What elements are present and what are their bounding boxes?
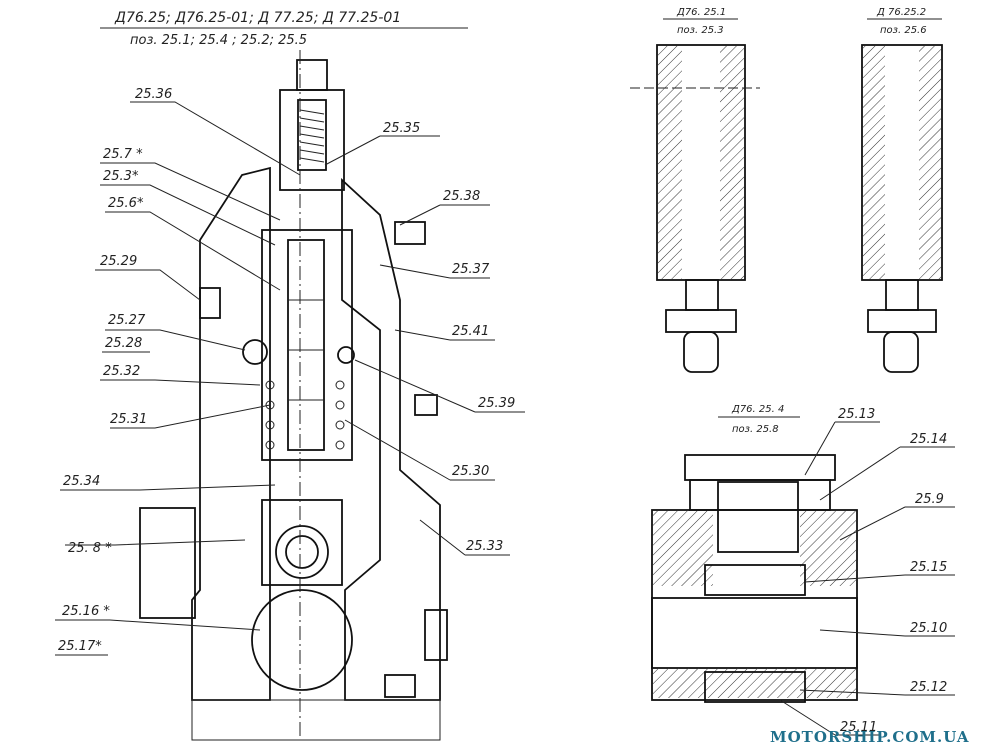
label-25-11: 25.11 [840, 720, 877, 735]
label-25-6: 25.6* [108, 196, 144, 211]
label-25-14: 25.14 [910, 432, 947, 447]
label-25-28: 25.28 [105, 336, 142, 351]
plunger-barrel [261, 229, 353, 461]
leader-lines-detail [779, 421, 955, 736]
main-pump-section [139, 50, 448, 741]
label-25-17: 25.17* [58, 639, 102, 654]
label-25-39: 25.39 [478, 396, 515, 411]
detail-25-1-tip [683, 331, 719, 373]
screw-25-27 [242, 339, 268, 365]
housing-base [191, 699, 441, 741]
valve-spring [299, 109, 325, 163]
plug-bottom [384, 674, 416, 698]
camshaft [251, 589, 353, 691]
label-25-16: 25.16 * [62, 604, 110, 619]
label-25-41: 25.41 [452, 324, 489, 339]
union-nut-top [296, 59, 328, 91]
detail-25-2-sub: поз. 25.6 [880, 25, 927, 36]
header-block: Д76.25; Д76.25-01; Д 77.25; Д 77.25-01 п… [100, 10, 468, 48]
housing-left-wall [191, 166, 271, 701]
detail-25-2-wall-left [863, 46, 885, 279]
tappet-hatch-bottom [653, 668, 856, 698]
plunger-spring [265, 380, 345, 450]
label-25-3: 25.3* [103, 169, 139, 184]
label-25-30: 25.30 [452, 464, 489, 479]
plug-right [424, 609, 448, 661]
detail-25-2-title: Д 76.25.2 [876, 7, 926, 18]
detail-25-2-wall-right [919, 46, 941, 279]
detail-25-4-sub: поз. 25.8 [732, 424, 779, 435]
valve-spring-cavity [297, 99, 327, 171]
detail-25-1-collar [665, 309, 737, 333]
detail-25-2-collar [867, 309, 937, 333]
label-25-7: 25.7 * [103, 147, 143, 162]
detail-25-1-shank [685, 279, 719, 311]
gear-hub [689, 479, 831, 511]
detail-25-1-title: Д76. 25.1 [676, 7, 726, 18]
fitting-25-29 [199, 287, 221, 319]
label-25-36: 25.36 [135, 87, 172, 102]
detail-25-1-wall-left [658, 46, 682, 279]
detail-25-1-sub: поз. 25.3 [677, 25, 724, 36]
header-line-1: Д76.25; Д76.25-01; Д 77.25; Д 77.25-01 [114, 10, 401, 26]
label-25-35: 25.35 [383, 121, 420, 136]
label-25-13: 25.13 [838, 407, 875, 422]
label-25-10: 25.10 [910, 621, 947, 636]
tappet-hatch-tr [800, 511, 856, 586]
detail-25-4-title: Д76. 25. 4 [731, 404, 784, 415]
detail-25-4-bolt [717, 481, 799, 553]
fitting-right [414, 394, 438, 416]
tappet-hatch-tl [653, 511, 713, 586]
detail-25-2: Д 76.25.2 поз. 25.6 [861, 7, 943, 373]
label-25-31: 25.31 [110, 412, 147, 427]
housing-flange-left [139, 507, 196, 619]
roller-pusher [261, 499, 343, 586]
label-25-12: 25.12 [910, 680, 947, 695]
screw-25-39 [337, 346, 355, 364]
header-line-2: поз. 25.1; 25.4 ; 25.2; 25.5 [130, 33, 307, 48]
detail-25-4: Д76. 25. 4 поз. 25.8 [651, 404, 858, 703]
plunger [287, 239, 325, 451]
detail-25-1-wall-right [720, 46, 744, 279]
roller-inner [285, 535, 319, 569]
detail-25-1: Д76. 25.1 поз. 25.3 [630, 7, 760, 373]
detail-25-4-bushing-bottom [704, 671, 806, 703]
detail-25-2-tip [883, 331, 919, 373]
label-25-32: 25.32 [103, 364, 140, 379]
detail-25-4-bushing-top [704, 564, 806, 596]
adjusting-gear [684, 454, 836, 481]
label-25-29: 25.29 [100, 254, 137, 269]
label-25-9: 25.9 [915, 492, 944, 507]
label-25-15: 25.15 [910, 560, 947, 575]
label-25-38: 25.38 [443, 189, 480, 204]
label-25-27: 25.27 [108, 313, 146, 328]
watermark: MOTORSHIP.COM.UA [770, 728, 970, 746]
label-25-37: 25.37 [452, 262, 490, 277]
labels-main: 25.36 25.35 25.7 * 25.3* 25.6* 25.38 25.… [55, 87, 515, 656]
fitting-25-38 [394, 221, 426, 245]
roller-axis-25-10 [651, 597, 858, 669]
label-25-33: 25.33 [466, 539, 503, 554]
detail-25-2-shank [885, 279, 919, 311]
labels-detail: 25.13 25.14 25.9 25.15 25.10 25.12 25.11 [838, 407, 947, 735]
leader-lines-main [55, 101, 525, 631]
roller-outer [275, 525, 329, 579]
label-25-8: 25. 8 * [68, 541, 112, 556]
label-25-34: 25.34 [63, 474, 100, 489]
valve-holder [279, 89, 345, 191]
